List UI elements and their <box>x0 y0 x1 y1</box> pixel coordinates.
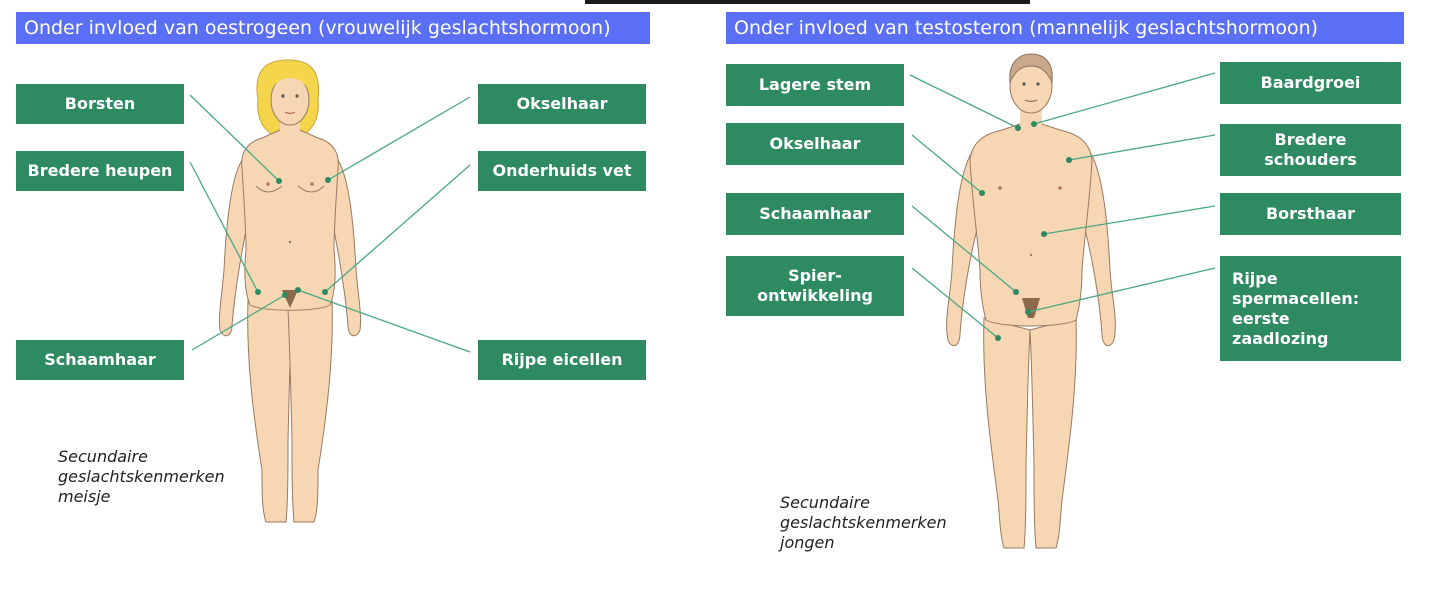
female-figure <box>219 59 361 523</box>
label-bredere-heupen: Bredere heupen <box>16 151 184 191</box>
label-schaamhaar-left: Schaamhaar <box>16 340 184 380</box>
label-onderhuids-vet: Onderhuids vet <box>478 151 646 191</box>
label-okselhaar-left: Okselhaar <box>478 84 646 124</box>
caption-meisje: Secundaire geslachtskenmerken meisje <box>58 447 225 506</box>
label-spierontwikkeling: Spier- ontwikkeling <box>726 256 904 316</box>
male-connectors <box>909 72 1216 339</box>
female-points <box>255 177 331 298</box>
male-points <box>979 121 1072 341</box>
label-bredere-schouders: Bredere schouders <box>1220 124 1401 176</box>
label-baardgroei: Baardgroei <box>1220 62 1401 104</box>
top-dark-strip <box>585 0 1030 4</box>
right-header: Onder invloed van testosteron (mannelijk… <box>726 12 1404 44</box>
label-borsthaar: Borsthaar <box>1220 193 1401 235</box>
label-schaamhaar-right: Schaamhaar <box>726 193 904 235</box>
male-figure <box>946 53 1116 549</box>
label-lagere-stem: Lagere stem <box>726 64 904 106</box>
caption-jongen: Secundaire geslachtskenmerken jongen <box>780 493 947 552</box>
label-rijpe-eicellen: Rijpe eicellen <box>478 340 646 380</box>
female-connectors <box>189 94 471 353</box>
left-header: Onder invloed van oestrogeen (vrouwelijk… <box>16 12 650 44</box>
label-okselhaar-right: Okselhaar <box>726 123 904 165</box>
label-rijpe-spermacellen: Rijpe spermacellen: eerste zaadlozing <box>1220 256 1401 361</box>
label-borsten: Borsten <box>16 84 184 124</box>
